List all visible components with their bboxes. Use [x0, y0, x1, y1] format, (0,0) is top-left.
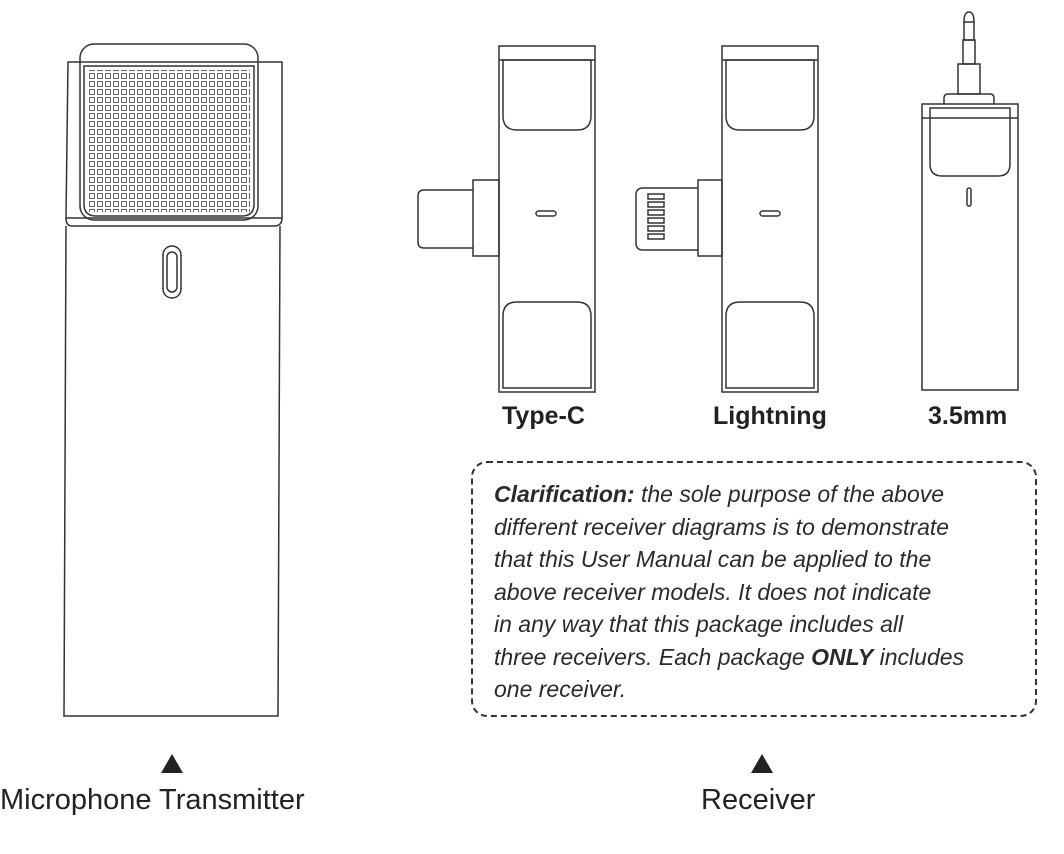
receiver-up-arrow-icon	[751, 754, 773, 773]
note-line-6: three receivers. Each package ONLY inclu…	[494, 643, 965, 670]
transmitter-caption: Microphone Transmitter	[0, 784, 305, 816]
jack-receiver	[921, 11, 1019, 391]
grille	[88, 70, 250, 212]
note-lead: Clarification:	[494, 481, 635, 507]
microphone-transmitter	[63, 43, 283, 717]
note-line-5: in any way that this package includes al…	[494, 611, 904, 637]
lightning-label: Lightning	[713, 402, 827, 430]
note-emphasis: ONLY	[811, 643, 874, 670]
note-line-3: that this User Manual can be applied to …	[494, 546, 932, 572]
receiver-caption: Receiver	[701, 784, 816, 816]
lightning-receiver	[635, 45, 819, 393]
jack-label: 3.5mm	[928, 402, 1008, 430]
type-c-receiver	[417, 45, 596, 393]
note-line-4: above receiver models. It does not indic…	[494, 578, 932, 605]
type-c-label: Type-C	[502, 402, 585, 430]
transmitter-up-arrow-icon	[161, 754, 183, 773]
note-line-1: Clarification: the sole purpose of the a…	[494, 481, 945, 507]
note-line-2: different receiver diagrams is to demons…	[494, 513, 950, 540]
clarification-note: Clarification: the sole purpose of the a…	[471, 461, 1037, 717]
note-line-7: one receiver.	[494, 676, 627, 702]
indicator-slot	[162, 245, 182, 299]
